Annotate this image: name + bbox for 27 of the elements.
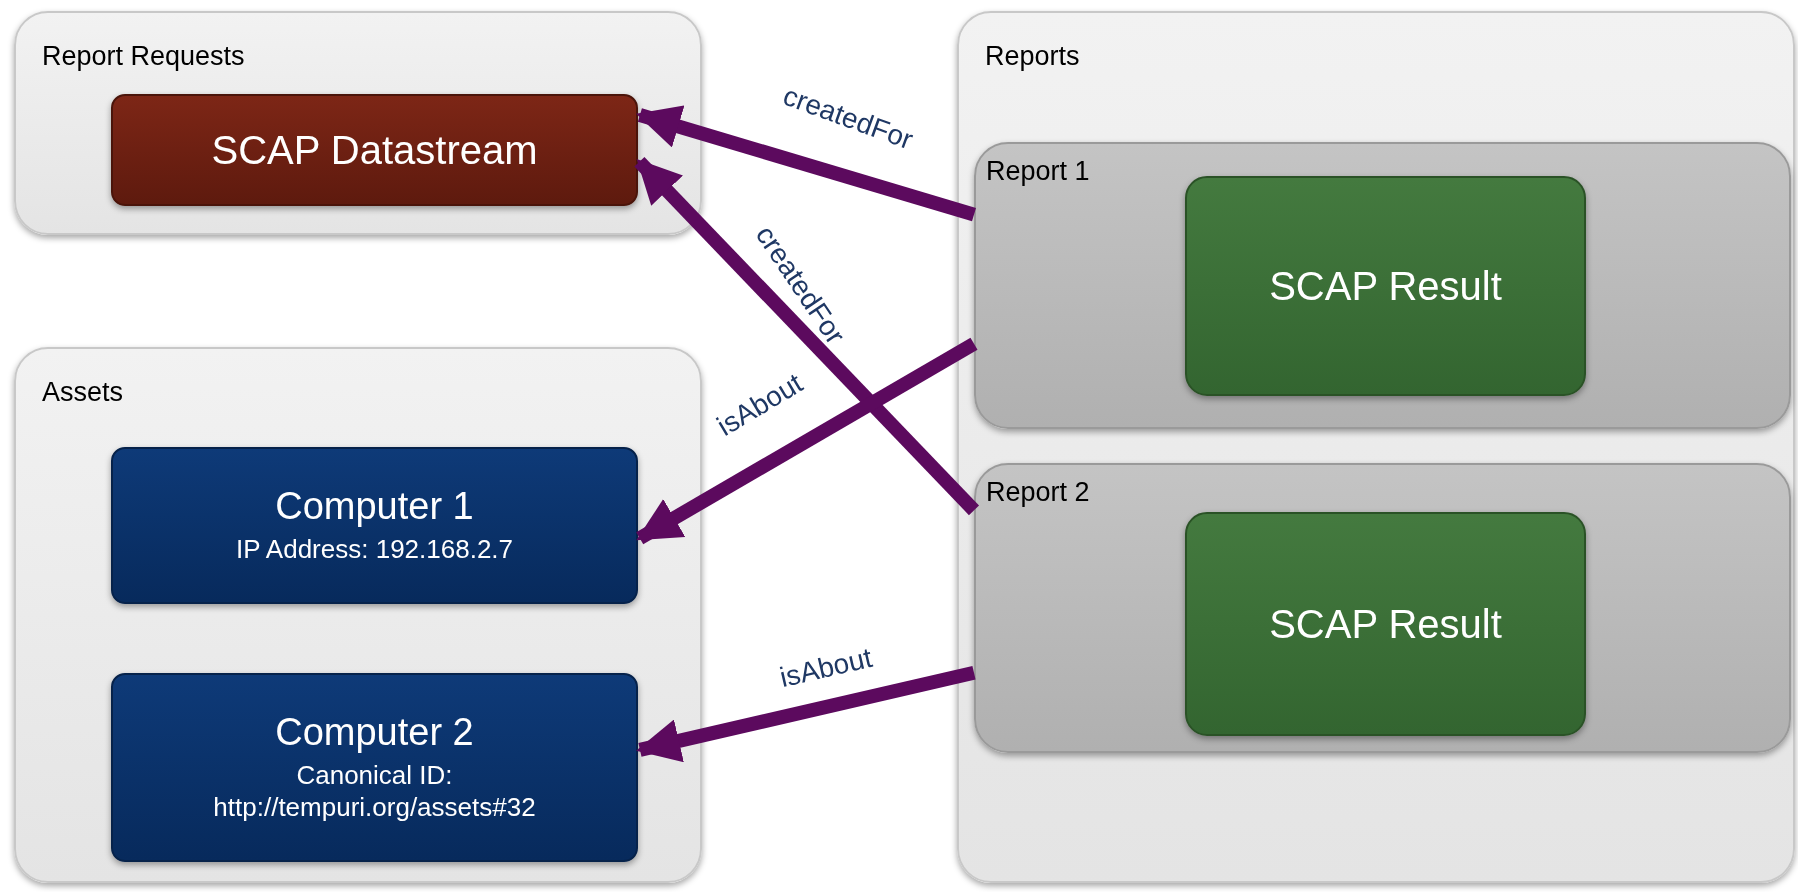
arrow xyxy=(634,156,980,516)
box-title: Computer 1 xyxy=(275,485,474,530)
group-heading: Report 1 xyxy=(986,156,1090,187)
entity-box xyxy=(111,94,638,206)
entity-box xyxy=(1185,176,1586,396)
group-panel xyxy=(14,347,702,883)
box-title: SCAP Datastream xyxy=(211,127,538,173)
arrow xyxy=(636,337,978,545)
arrow xyxy=(636,665,976,763)
entity-box xyxy=(111,447,638,604)
report-box xyxy=(974,463,1791,753)
box-detail: Canonical ID: http://tempuri.org/assets#32 xyxy=(212,758,537,824)
group-heading: Report Requests xyxy=(42,41,245,72)
box-detail: IP Address: 192.168.2.7 xyxy=(235,533,514,566)
report-box xyxy=(974,142,1791,429)
edge-label: isAbout xyxy=(776,641,876,695)
group-heading: Report 2 xyxy=(986,477,1090,508)
entity-box xyxy=(1185,512,1586,736)
box-title: SCAP Result xyxy=(1269,263,1502,309)
box-title: Computer 2 xyxy=(275,711,474,755)
group-heading: Assets xyxy=(42,377,124,408)
entity-box xyxy=(111,673,638,862)
box-title: SCAP Result xyxy=(1269,601,1502,647)
group-panel xyxy=(14,11,702,235)
group-panel xyxy=(957,11,1795,883)
arrow xyxy=(636,105,976,222)
group-heading: Reports xyxy=(985,41,1080,72)
